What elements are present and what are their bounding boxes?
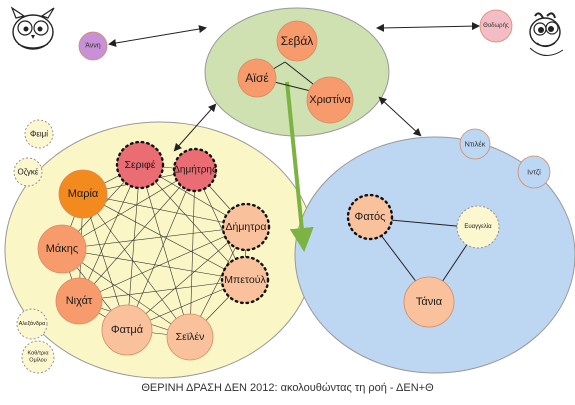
node-label-mpetoul: Μπετούλ [224,274,266,286]
node-feimi: Φειμί [24,119,54,149]
node-label-maria: Μαρία [68,188,99,200]
node-circle-aise [237,58,277,98]
node-label-ntilek: Ντιλέκ [465,140,486,149]
node-circle-maria [58,169,108,219]
node-tania: Τάνια [403,276,455,328]
node-circle-fatos [346,193,394,241]
node-label-dimitris: Δημήτρης [173,164,217,176]
edge-dimitris-nichat [78,169,196,302]
node-christina: Χριστίνα [306,76,354,124]
node-maria: Μαρία [58,169,108,219]
node-circle-anni [78,31,108,61]
node-circle-feimi [24,119,54,149]
node-label-christina: Χριστίνα [309,94,351,106]
node-label-evangelia: Ευαγγελία [464,224,492,230]
edge-dimitris-makis [61,169,196,250]
edge-serife-fatma [126,164,141,331]
arrow-center-theodoris [376,22,480,32]
node-label-seval: Σεβάλ [281,34,314,48]
node-fatma: Φατμά [101,304,153,356]
node-circle-christina [306,76,354,124]
edge-nichat-dimitra [78,226,247,302]
node-seval: Σεβάλ [276,20,318,62]
node-alexandra: Αλεξάνδρα [16,308,48,340]
node-label-theodoris: Θοδωρής [483,22,509,29]
node-label-tania: Τάνια [416,296,443,308]
node-circle-alexandra [16,308,48,340]
flow-arrow [285,81,314,252]
node-serife: Σεριφέ [115,140,165,190]
node-nichat: Νιχάτ [55,277,103,325]
node-label-nichat: Νιχάτ [66,295,93,307]
node-circle-fatma [101,304,153,356]
node-circle-evangelia [456,205,500,249]
diagram-caption: ΘΕΡΙΝΗ ΔΡΑΣΗ ΔΕΝ 2012: ακολουθώντας τη ρ… [141,382,434,394]
edge-makis-dimitra [61,226,247,250]
node-circle-kathigitis [21,340,55,374]
node-ozge: Οζγκέ [13,157,43,187]
node-makis: Μάκης [37,224,87,274]
node-circle-intzi [517,155,551,189]
node-label-fatma: Φατμά [111,324,144,336]
node-circle-ozge [13,157,43,187]
arrow-anni-center [108,25,207,47]
edge-makis-seilen [61,248,191,338]
node-circle-theodoris [479,9,513,43]
node-label-fatos: Φατός [355,211,386,223]
node-intzi: Ιντζί [517,155,551,189]
node-circle-seval [276,20,318,62]
edge-serife-nichat [78,164,141,302]
node-label-alexandra: Αλεξάνδρα [19,320,46,327]
edge-serife-mpetoul [139,164,246,281]
node-label-feimi: Φειμί [30,130,48,139]
node-label-intzi: Ιντζί [527,168,541,177]
edge-makis-mpetoul [61,248,246,281]
node-mpetoul: Μπετούλ [220,255,270,305]
node-label-aise: Αϊσέ [245,71,269,85]
node-circle-mpetoul [220,255,270,305]
node-label-dimitra: Δήμητρα [226,221,267,233]
edge-serife-seilen [139,164,191,338]
node-circle-makis [37,224,87,274]
owl-icon [10,6,55,50]
node-fatos: Φατός [346,193,394,241]
node-dimitra: Δήμητρα [221,202,271,252]
node-label-ozge: Οζγκέ [18,168,39,177]
node-circle-dimitra [221,202,271,252]
node-circle-serife [115,140,165,190]
node-dimitris: Δημήτρης [172,147,218,193]
edge-fatma-dimitra [126,226,247,331]
node-circle-dimitris [172,147,218,193]
node-label-serife: Σεριφέ [125,159,156,171]
node-aise: Αϊσέ [237,58,277,98]
arrow-center-left [173,103,217,152]
node-label-anni: Άννη [85,43,101,50]
edge-maria-dimitra [82,193,247,228]
node-anni: Άννη [78,31,108,61]
node-label-seilen: Σεϊλέν [176,331,205,343]
arrow-center-right [378,96,422,137]
node-circle-nichat [55,277,103,325]
node-circle-tania [403,276,455,328]
edge-maria-seilen [82,193,191,338]
node-seilen: Σεϊλέν [166,313,214,361]
edge-dimitris-seilen [189,169,196,338]
node-label-makis: Μάκης [46,243,78,255]
node-circle-ntilek [459,128,491,160]
cartoon-character-icon [529,12,564,56]
node-ntilek: Ντιλέκ [459,128,491,160]
node-theodoris: Θοδωρής [479,9,513,43]
node-circle-seilen [166,313,214,361]
edge-dimitris-fatma [126,169,196,331]
node-evangelia: Ευαγγελία [456,205,500,249]
